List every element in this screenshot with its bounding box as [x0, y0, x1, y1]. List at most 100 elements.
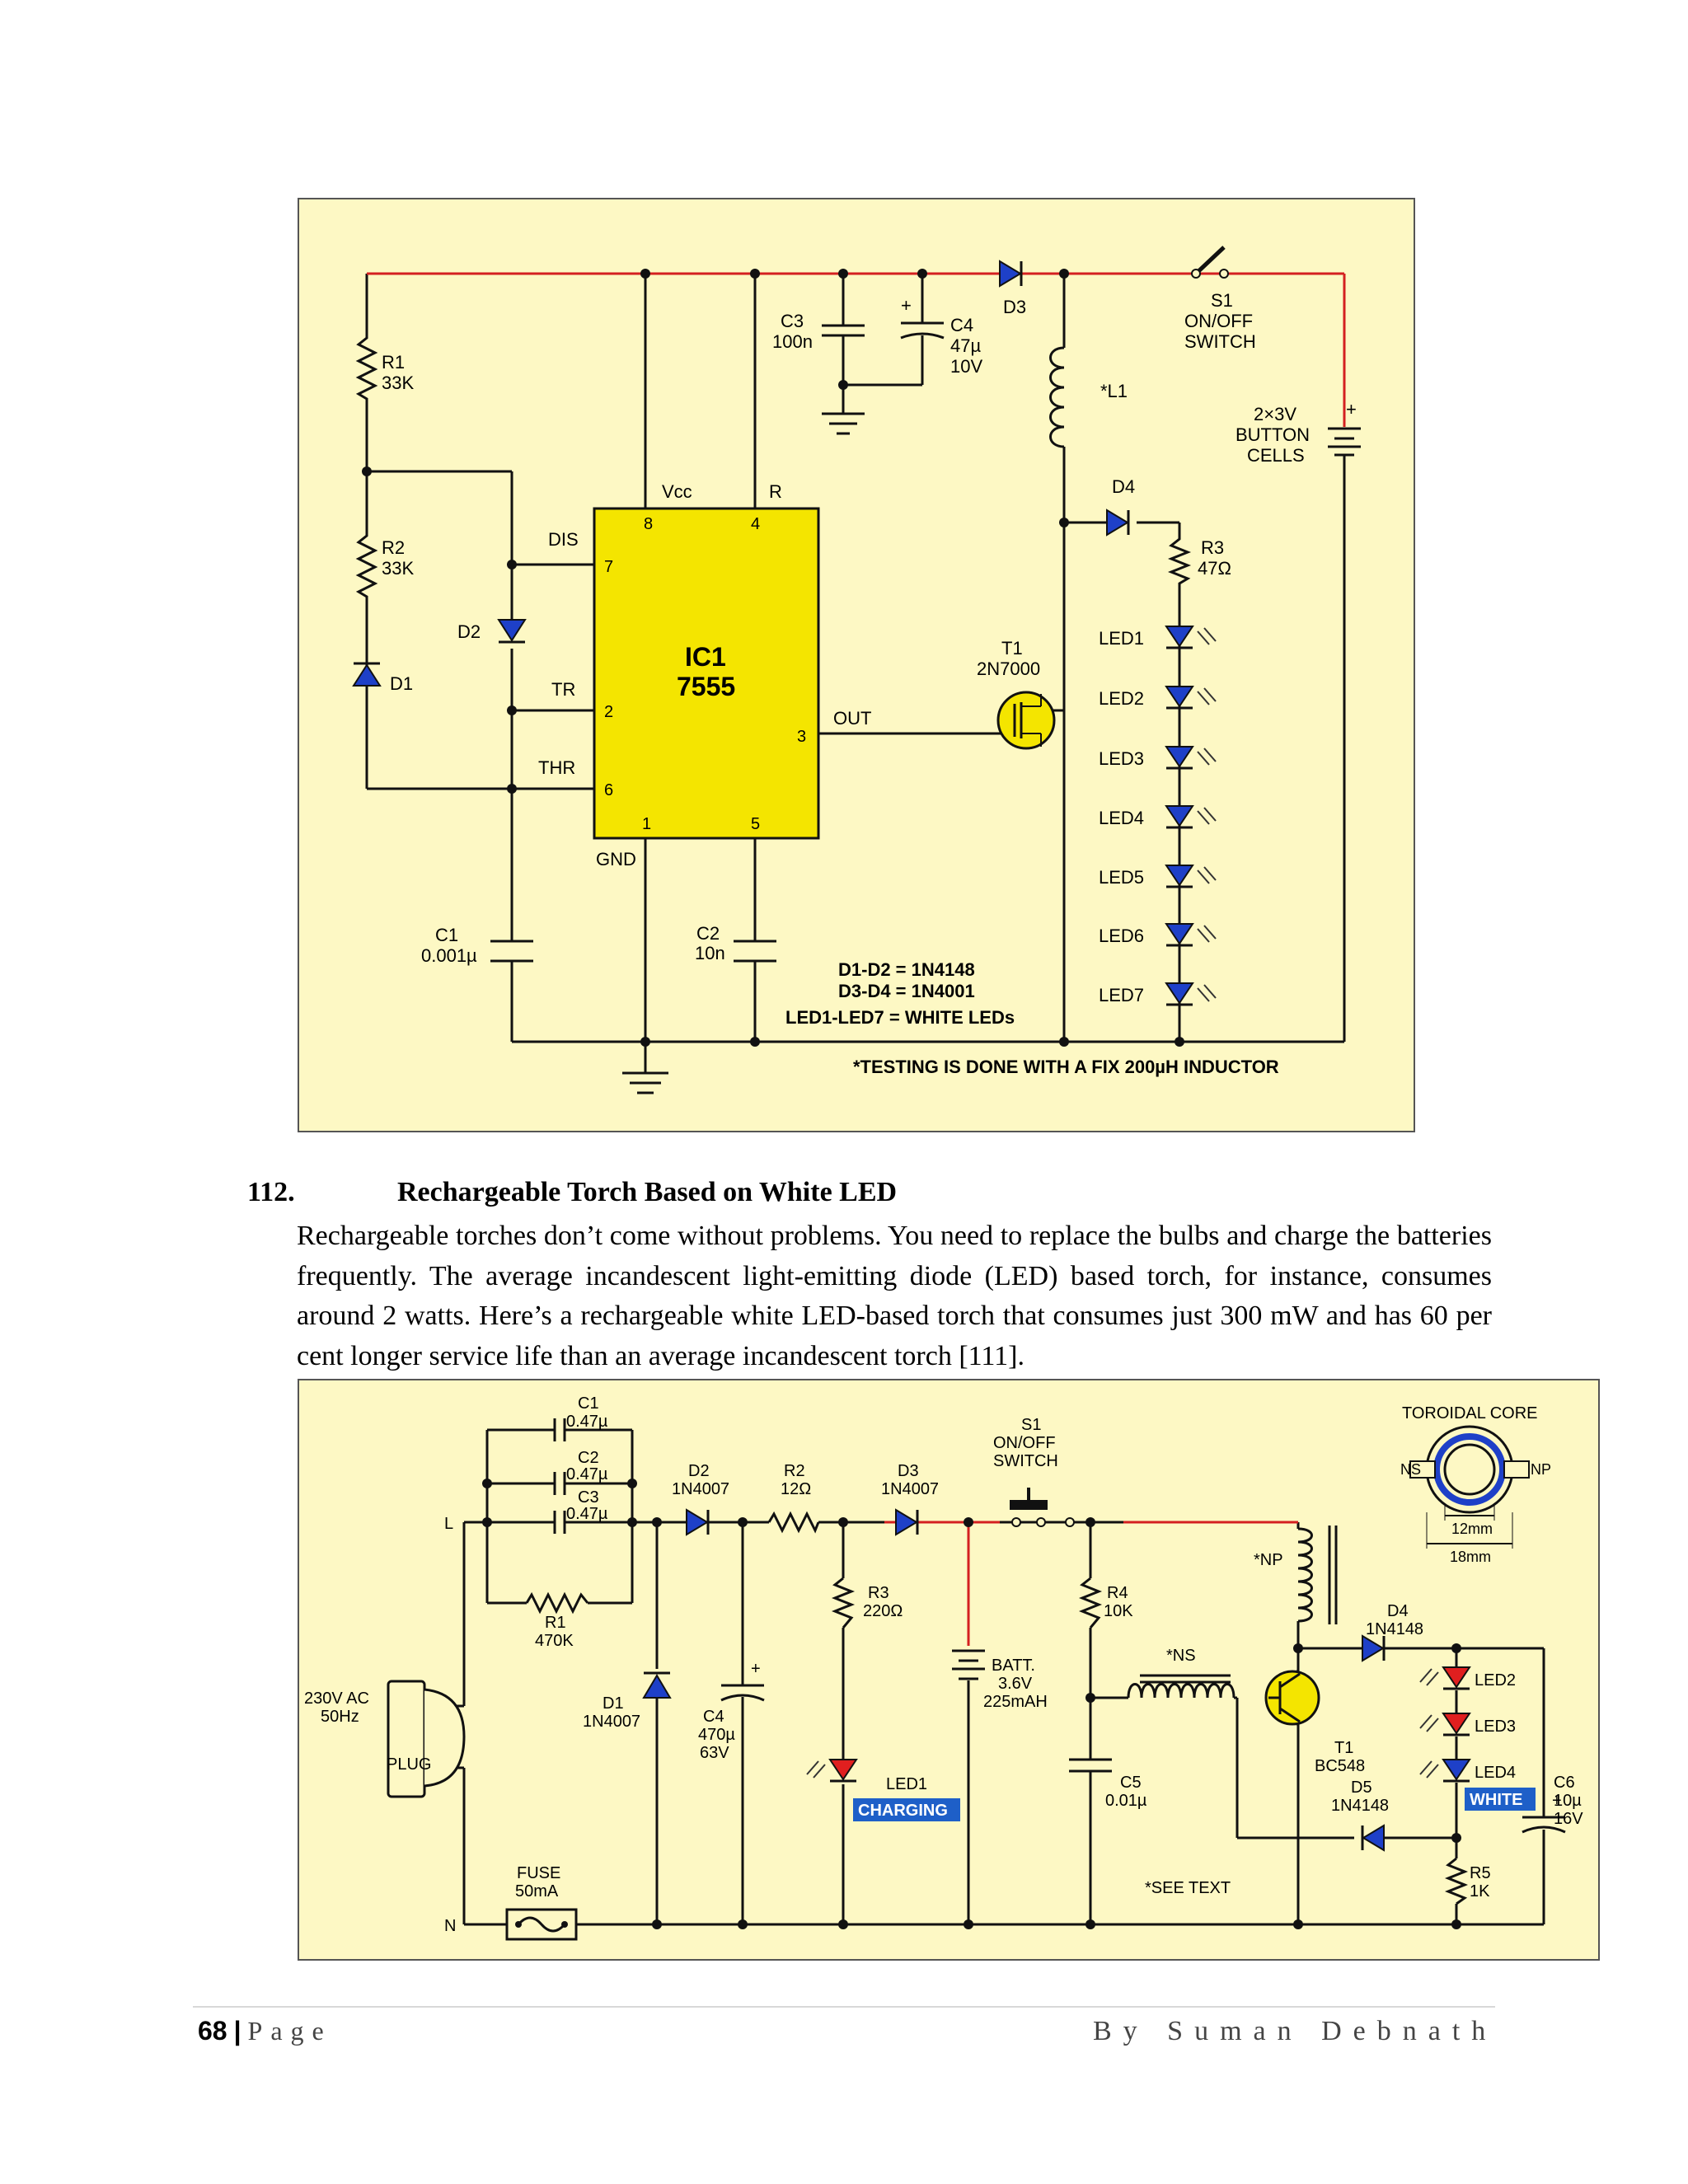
label2-12mm: 12mm: [1451, 1521, 1493, 1537]
label2-r5-value: 1K: [1470, 1882, 1490, 1900]
circuit-diagram-2: + +: [304, 1394, 1583, 1941]
label-d3: D3: [1003, 297, 1026, 317]
label2-r2: R2: [784, 1462, 805, 1480]
svg-text:+: +: [751, 1660, 761, 1678]
label2-r3: R3: [868, 1584, 889, 1602]
label2-c5-value: 0.01µ: [1105, 1792, 1147, 1810]
label2-led1: LED1: [886, 1775, 927, 1793]
label-led1: LED1: [1099, 628, 1144, 649]
label2-d4-value: 1N4148: [1366, 1620, 1423, 1638]
label-t1-value: 2N7000: [977, 658, 1040, 679]
label-pin-4: 4: [751, 515, 760, 533]
label2-c1: C1: [578, 1394, 599, 1413]
label2-d5-value: 1N4148: [1331, 1797, 1389, 1815]
label-batt-3: CELLS: [1247, 445, 1305, 466]
label-s1-a: ON/OFF: [1184, 311, 1253, 331]
label-batt-2: BUTTON: [1236, 424, 1310, 445]
label2-c4-value: 470µ: [698, 1726, 735, 1744]
section-title: Rechargeable Torch Based on White LED: [397, 1177, 898, 1207]
label2-r1: R1: [545, 1614, 566, 1632]
label-s1-b: SWITCH: [1184, 331, 1256, 352]
label-s1: S1: [1211, 290, 1233, 311]
label-led6: LED6: [1099, 926, 1144, 946]
label2-d1: D1: [603, 1694, 624, 1713]
label2-c3: C3: [578, 1488, 599, 1507]
label2-r4-value: 10K: [1104, 1602, 1133, 1620]
label2-plug: PLUG: [387, 1755, 431, 1774]
label-pin-r: R: [769, 481, 782, 502]
label-r1: R1: [382, 352, 405, 373]
label-thr: THR: [538, 757, 575, 778]
note-leds: LED1-LED7 = WHITE LEDs: [785, 1007, 1015, 1028]
label-led3: LED3: [1099, 748, 1144, 769]
label2-c2: C2: [578, 1449, 599, 1467]
label-led5: LED5: [1099, 867, 1144, 888]
section-heading: 112. Rechargeable Torch Based on White LE…: [247, 1177, 897, 1208]
label2-c2-value: 0.47µ: [566, 1465, 608, 1483]
label-r3: R3: [1201, 537, 1224, 558]
label2-batt: BATT.: [992, 1657, 1035, 1675]
label-pin-7: 7: [604, 558, 613, 576]
label2-s1-a: ON/OFF: [993, 1434, 1056, 1452]
svg-text:+: +: [1552, 1792, 1562, 1810]
label2-ns: *NS: [1166, 1647, 1196, 1665]
label-pin-6: 6: [604, 781, 613, 799]
note-d1-d2: D1-D2 = 1N4148: [838, 959, 975, 980]
page-number: 68: [198, 2016, 227, 2046]
page-word: Page: [247, 2016, 332, 2046]
body-paragraph: Rechargeable torches don’t come without …: [297, 1221, 1492, 1371]
label-tr: TR: [551, 679, 575, 700]
label-c4-voltage: 10V: [950, 356, 982, 377]
label-c1: C1: [435, 925, 458, 945]
label2-charging: CHARGING: [858, 1802, 948, 1820]
label-out: OUT: [833, 708, 871, 729]
label2-ac: 230V AC: [304, 1690, 369, 1708]
label2-c5: C5: [1120, 1774, 1142, 1792]
label-l1: *L1: [1100, 381, 1128, 401]
footer-divider: [193, 2006, 1495, 2008]
label2-c3-value: 0.47µ: [566, 1505, 608, 1523]
label-pin-5: 5: [751, 815, 760, 833]
footer-author: By Suman Debnath: [1093, 2016, 1498, 2046]
label-pin-3: 3: [797, 728, 806, 746]
label2-c4: C4: [703, 1708, 724, 1726]
label2-r5: R5: [1470, 1864, 1491, 1882]
label-dis: DIS: [548, 529, 579, 550]
label2-d5: D5: [1351, 1779, 1372, 1797]
label2-fuse-value: 50mA: [515, 1882, 559, 1900]
label2-d2: D2: [688, 1462, 710, 1480]
label2-ns-core: NS: [1400, 1461, 1421, 1478]
label2-d3-value: 1N4007: [881, 1480, 939, 1498]
label-d4: D4: [1112, 476, 1135, 497]
label2-c6-value: 10µ: [1554, 1792, 1582, 1810]
label2-toroidal-core: TOROIDAL CORE: [1402, 1404, 1537, 1422]
label2-t1-value: BC548: [1315, 1757, 1365, 1775]
label2-np: *NP: [1254, 1551, 1283, 1569]
label2-18mm: 18mm: [1450, 1549, 1491, 1565]
label2-see-text: *SEE TEXT: [1145, 1879, 1231, 1897]
label2-d2-value: 1N4007: [672, 1480, 729, 1498]
label-r2-value: 33K: [382, 558, 414, 579]
svg-text:+: +: [901, 295, 912, 316]
label-vcc: Vcc: [662, 481, 692, 502]
label-r3-value: 47Ω: [1198, 558, 1231, 579]
label2-led2: LED2: [1475, 1671, 1516, 1690]
label2-l: L: [444, 1515, 453, 1533]
svg-text:+: +: [1346, 399, 1357, 419]
label-d1: D1: [390, 673, 413, 694]
schematic-rechargeable-torch: + +: [298, 1379, 1600, 1961]
label2-n: N: [444, 1917, 456, 1935]
label-led7: LED7: [1099, 985, 1144, 1005]
label2-d4: D4: [1387, 1602, 1409, 1620]
label-ic1: IC1: [685, 642, 726, 672]
label2-r1-value: 470K: [535, 1632, 574, 1650]
label2-white: WHITE: [1470, 1791, 1522, 1809]
label2-r3-value: 220Ω: [863, 1602, 903, 1620]
label2-c1-value: 0.47µ: [566, 1413, 608, 1431]
section-number: 112.: [247, 1177, 295, 1207]
footer-page-info: 68 | Page: [198, 2016, 332, 2046]
label2-c6-voltage: 16V: [1554, 1810, 1583, 1828]
label-gnd: GND: [596, 849, 636, 869]
label-c1-value: 0.001µ: [421, 945, 477, 966]
label-c4: C4: [950, 315, 973, 335]
